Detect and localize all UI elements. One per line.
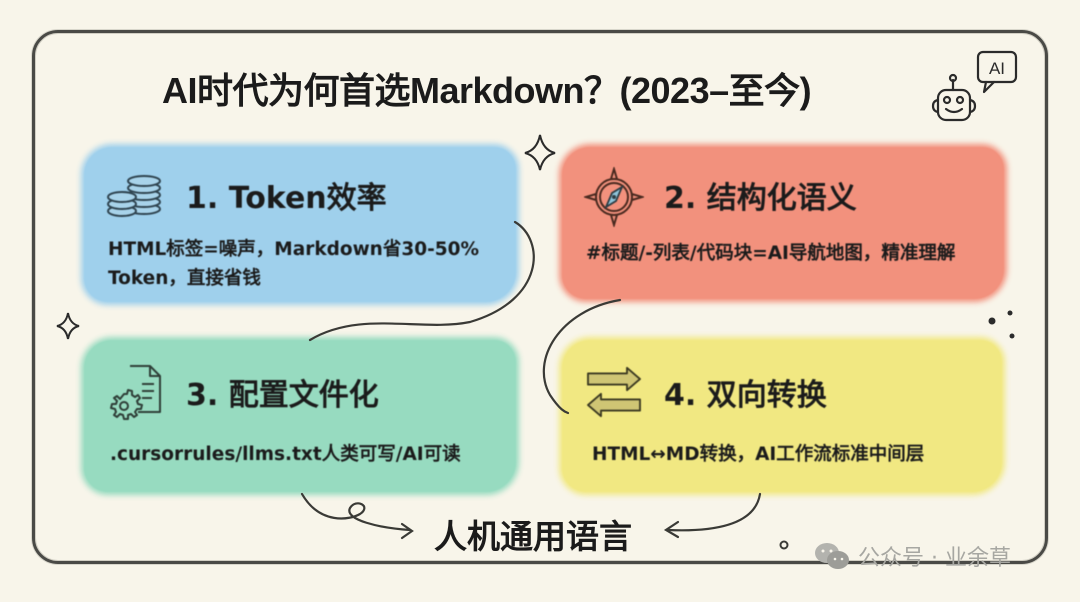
compass-icon (584, 167, 644, 227)
svg-text:AI: AI (989, 59, 1005, 78)
coins-icon (107, 175, 161, 217)
gear-document-icon (110, 365, 161, 420)
card-description: HTML↔MD转换，AI工作流标准中间层 (592, 444, 925, 465)
card-description: .cursorrules/llms.txt人类可写/AI可读 (110, 444, 461, 465)
card-description: #标题/-列表/代码块=AI导航地图，精准理解 (586, 243, 956, 264)
sketch-frame (32, 30, 1048, 564)
card-background (562, 147, 1004, 299)
card-background (562, 340, 1002, 492)
page-title: AI时代为何首选Markdown？(2023–至今) (162, 70, 812, 111)
watermark: 公众号 · 业余草 (812, 540, 1011, 572)
card-title: 4. 双向转换 (664, 378, 827, 413)
swap-arrows-icon (587, 366, 641, 418)
wechat-icon (815, 543, 849, 569)
card-config-as-files: 3. 配置文件化 .cursorrules/llms.txt人类可写/AI可读 (84, 340, 516, 492)
card-title: 3. 配置文件化 (186, 378, 379, 413)
card-title: 2. 结构化语义 (664, 181, 857, 216)
robot-ai-icon: AI (931, 50, 1018, 122)
card-background (84, 340, 516, 492)
card-structured-semantics: 2. 结构化语义 #标题/-列表/代码块=AI导航地图，精准理解 (562, 147, 1004, 299)
conclusion-label: 人机通用语言 (434, 517, 632, 556)
card-token-efficiency: 1. Token效率 HTML标签=噪声，Markdown省30-50% Tok… (84, 147, 516, 302)
card-title: 1. Token效率 (186, 181, 387, 216)
watermark-text: 公众号 · 业余草 (858, 546, 1011, 571)
card-description: HTML标签=噪声，Markdown省30-50% Token，直接省钱 (108, 239, 480, 289)
card-bidirectional-conversion: 4. 双向转换 HTML↔MD转换，AI工作流标准中间层 (562, 340, 1002, 492)
